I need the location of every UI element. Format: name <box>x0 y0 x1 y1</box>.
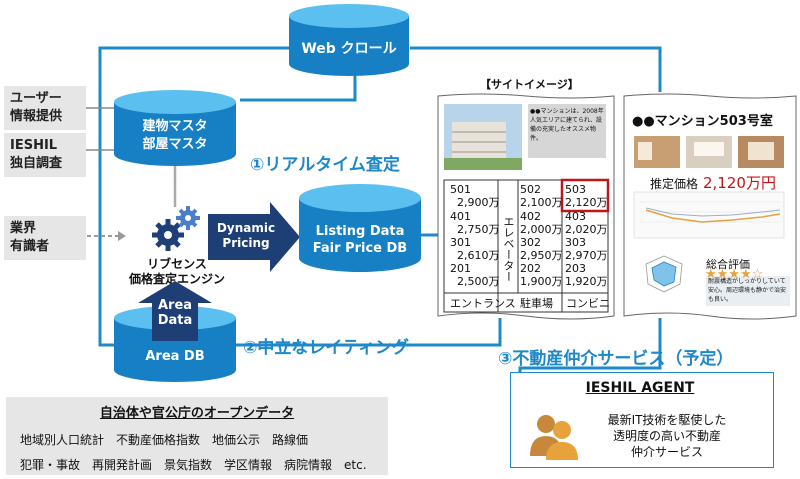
room-price: 2,610万 <box>457 249 500 262</box>
realtime-label: ①リアルタイム査定 <box>250 155 400 175</box>
source-ieshil-line2: 独自調査 <box>10 156 63 171</box>
room-price: 2,100万 <box>520 196 563 209</box>
master-db-line1: 建物マスタ <box>142 119 208 134</box>
master-db-line2: 部屋マスタ <box>142 137 208 152</box>
open-data-box: 自治体や官公庁のオープンデータ 地域別人口統計 不動産価格指数 地価公示 路線価… <box>6 397 388 475</box>
room-price: 1,920万 <box>565 275 608 288</box>
room-number: 402 <box>520 210 541 223</box>
source-ieshil: IESHIL 独自調査 <box>4 133 86 177</box>
room-price: 2,750万 <box>457 223 500 236</box>
elevator-label: エレベーター <box>502 216 515 282</box>
room-number: 303 <box>565 236 586 249</box>
master-db-label: 建物マスタ 部屋マスタ <box>113 118 237 154</box>
room-price: 2,950万 <box>520 249 563 262</box>
source-user: ユーザー 情報提供 <box>4 86 86 130</box>
room-price: 2,900万 <box>457 196 500 209</box>
agent-line3: 仲介サービス <box>630 445 703 459</box>
room-price: 2,500万 <box>457 275 500 288</box>
detail-price-label: 推定価格 <box>650 177 699 191</box>
listing-db-line2: Fair Price DB <box>312 241 408 256</box>
rating-comment: 耐震構造がしっかりしていて安心。周辺環境も静かで治安も良い。 <box>708 278 787 303</box>
site-image-desc: ●●マンションは、2008年人気エリアに建てられ、設備の充実したオススメ物件。 <box>530 108 604 142</box>
open-data-row2: 犯罪・事故 再開発計画 景気指数 学区情報 病院情報 etc. <box>20 458 367 472</box>
agency-label: ③不動産仲介サービス（予定） <box>498 349 734 369</box>
room-number: 501 <box>450 183 471 196</box>
site-image-paper <box>437 93 615 320</box>
open-data-title: 自治体や官公庁のオープンデータ <box>99 406 295 421</box>
listing-db-line1: Listing Data <box>315 224 405 239</box>
room-number: 301 <box>450 236 471 249</box>
agent-description: 最新IT技術を駆使した 透明度の高い不動産 仲介サービス <box>572 412 762 460</box>
room-number: 502 <box>520 183 541 196</box>
room-number: 401 <box>450 210 471 223</box>
web-crawl-cylinder <box>289 4 409 76</box>
agent-line1: 最新IT技術を駆使した <box>607 413 727 427</box>
gears-icon <box>152 206 200 251</box>
dynamic-pricing-line1: Dynamic <box>216 221 276 235</box>
master-db-cylinder <box>114 90 236 166</box>
source-expert-line1: 業界 <box>10 221 37 236</box>
dynamic-pricing-arrow <box>208 202 300 272</box>
web-crawl-label: Web クロール <box>301 41 397 57</box>
room-number: 201 <box>450 262 471 275</box>
detail-title: ●●マンション503号室 <box>632 114 773 129</box>
rating-label: 総合評価 <box>706 258 750 271</box>
source-user-line1: ユーザー <box>10 91 62 106</box>
ground-parking: 駐車場 <box>520 297 553 310</box>
people-icon <box>530 415 578 460</box>
room-number: 202 <box>520 262 541 275</box>
rating-label: ②中立なレイティング <box>243 338 410 358</box>
agent-line2: 透明度の高い不動産 <box>612 429 721 443</box>
area-data-arrow <box>138 281 212 341</box>
engine-line2: 価格査定エンジン <box>128 272 225 286</box>
area-data-line1: Area <box>157 298 193 313</box>
source-ieshil-line1: IESHIL <box>10 138 58 153</box>
listing-db-label: Listing Data Fair Price DB <box>298 223 422 257</box>
area-data-line2: Data <box>157 313 193 328</box>
engine-line1: リブセンス <box>147 257 207 271</box>
agent-title: IESHIL AGENT <box>585 380 695 396</box>
site-image-title: 【サイトイメージ】 <box>480 78 579 91</box>
room-number: 203 <box>565 262 586 275</box>
area-db-cylinder <box>114 306 236 382</box>
room-price: 2,000万 <box>520 223 563 236</box>
rating-stars: ★★★★☆ <box>705 267 764 282</box>
engine-label: リブセンス 価格査定エンジン <box>122 257 232 287</box>
dynamic-pricing-label: Dynamic Pricing <box>208 221 284 251</box>
room-price: 2,020万 <box>565 223 608 236</box>
source-expert-line2: 有識者 <box>10 239 50 254</box>
detail-paper <box>623 93 797 320</box>
area-data-label: Area Data <box>138 298 212 328</box>
room-price: 1,900万 <box>520 275 563 288</box>
area-db-label: Area DB <box>145 349 205 364</box>
open-data-row1: 地域別人口統計 不動産価格指数 地価公示 路線価 <box>20 433 309 447</box>
listing-db-cylinder <box>299 184 421 272</box>
room-number: 503 <box>565 183 586 196</box>
ground-convenience: コンビニ <box>566 297 610 310</box>
source-expert: 業界 有識者 <box>4 216 86 260</box>
dynamic-pricing-line2: Pricing <box>222 236 270 250</box>
room-price: 2,120万 <box>565 196 608 209</box>
room-number: 302 <box>520 236 541 249</box>
source-user-line2: 情報提供 <box>10 109 63 124</box>
room-number: 403 <box>565 210 586 223</box>
detail-price: 2,120万円 <box>703 174 776 192</box>
room-price: 2,970万 <box>565 249 608 262</box>
ground-entrance: エントランス <box>450 297 516 310</box>
